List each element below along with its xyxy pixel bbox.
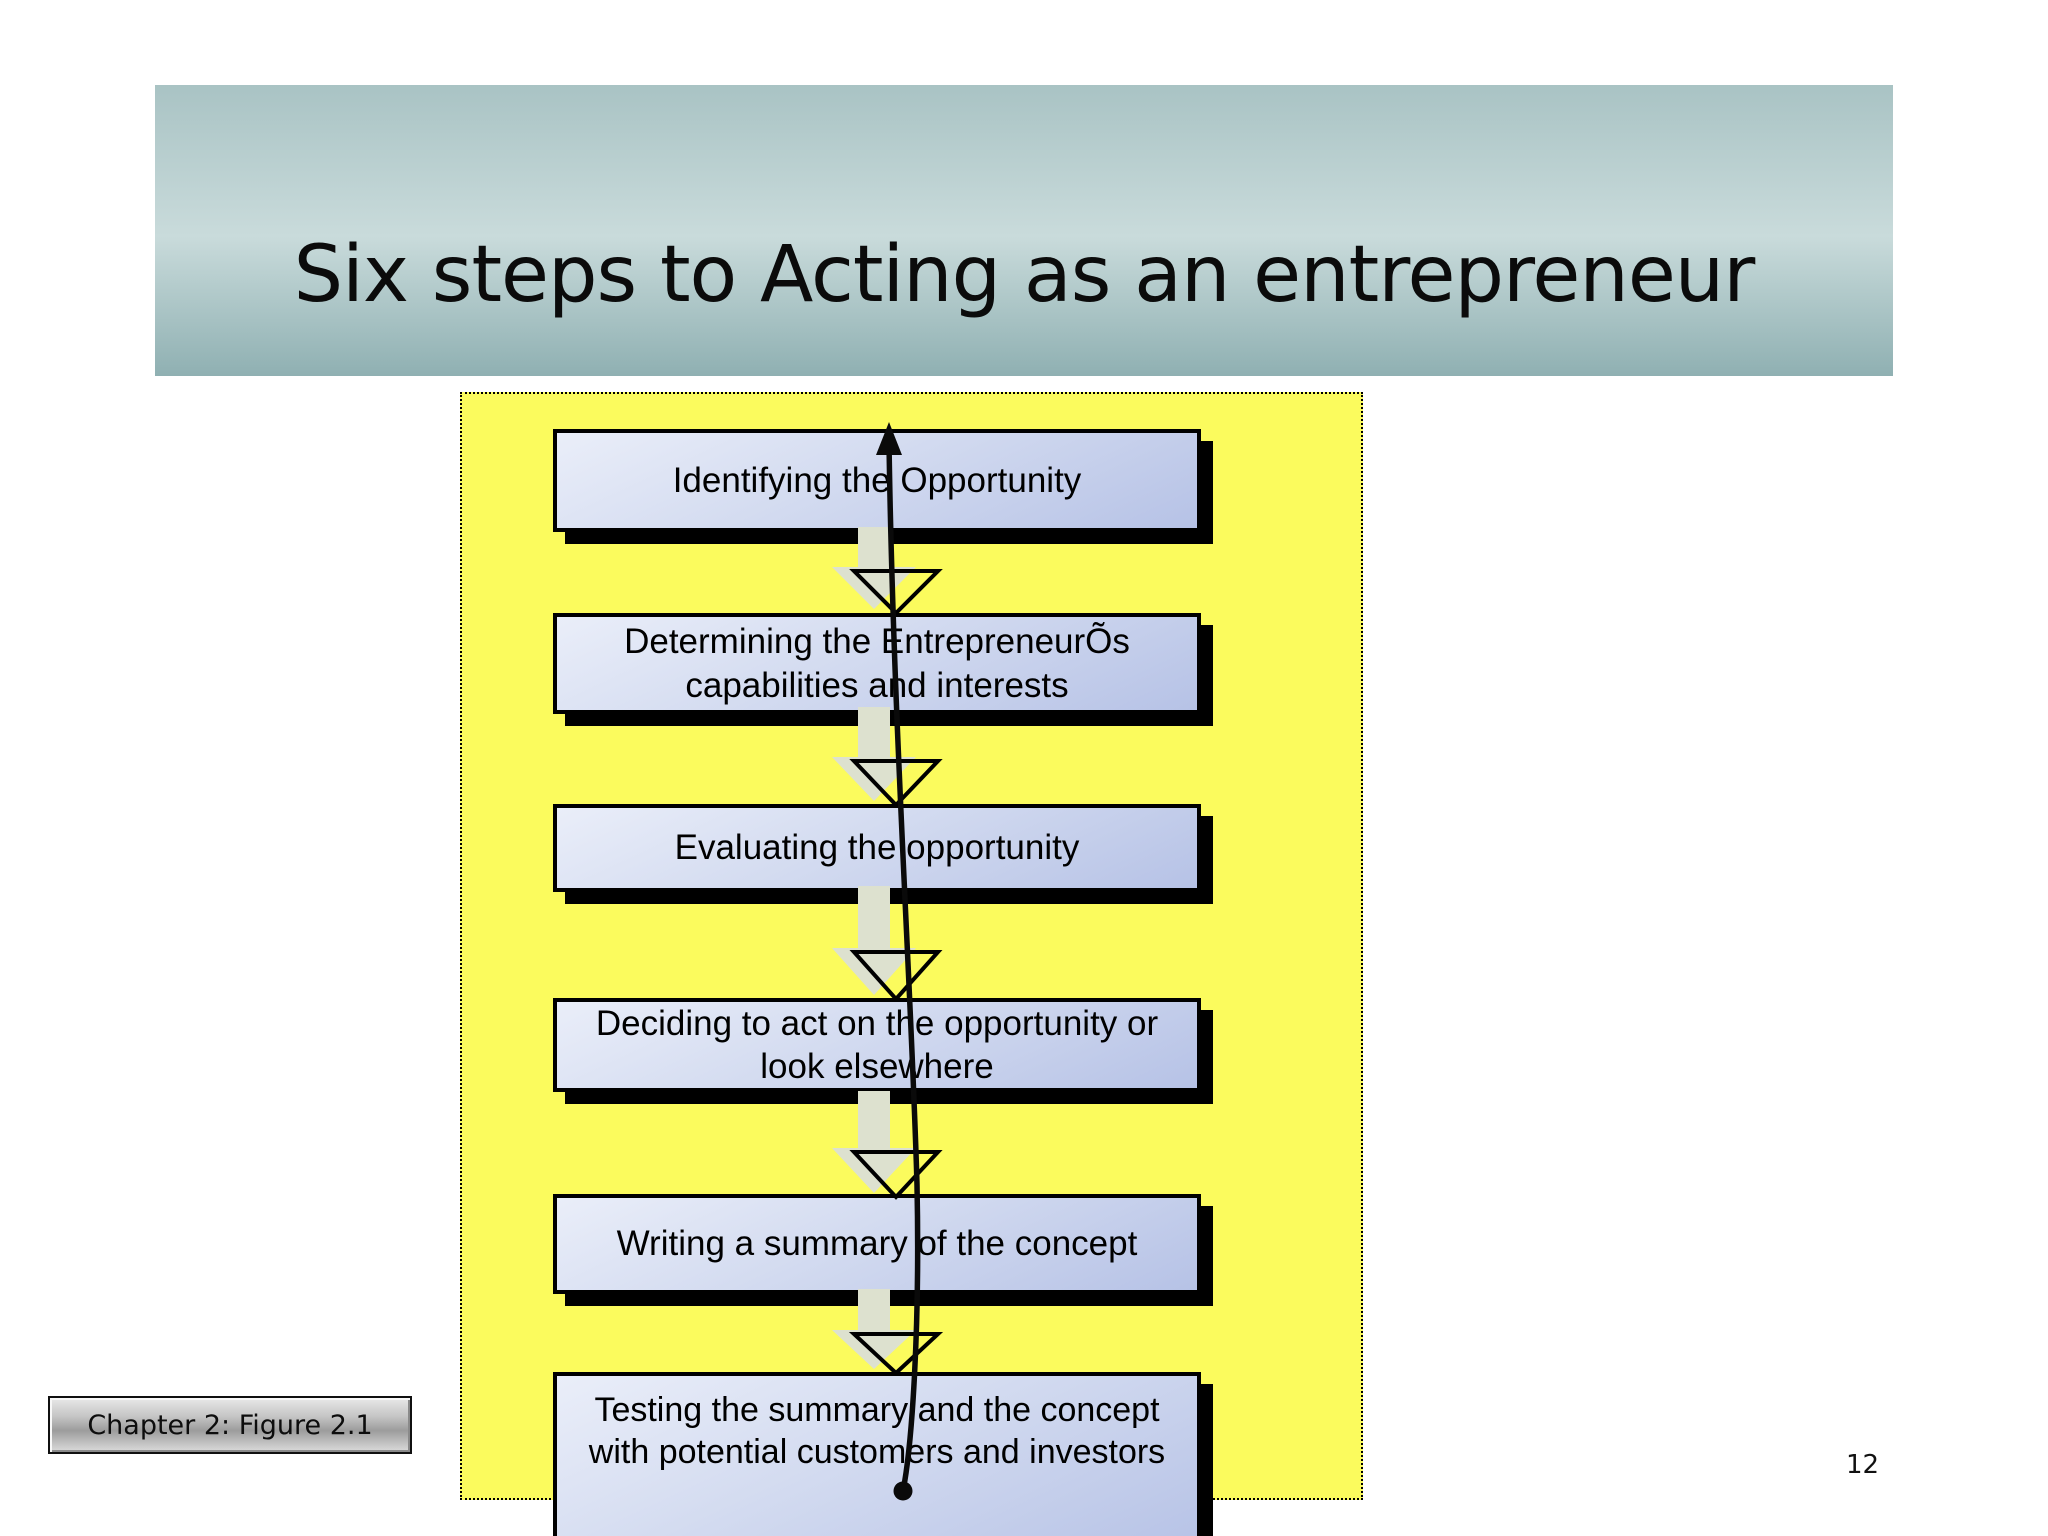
flow-step-writing-summary: Writing a summary of the concept	[553, 1194, 1201, 1294]
chapter-caption: Chapter 2: Figure 2.1	[48, 1396, 412, 1454]
title-banner: Six steps to Acting as an entrepreneur	[155, 85, 1893, 376]
flowchart-canvas	[460, 392, 1363, 1500]
flow-step-testing-summary: Testing the summary and the concept with…	[553, 1372, 1201, 1536]
flow-step-identifying-opportunity: Identifying the Opportunity	[553, 429, 1201, 532]
chapter-caption-label: Chapter 2: Figure 2.1	[87, 1409, 373, 1441]
page-number: 12	[1846, 1450, 1880, 1480]
flow-step-evaluating-opportunity: Evaluating the opportunity	[553, 804, 1201, 892]
slide-title: Six steps to Acting as an entrepreneur	[293, 230, 1756, 320]
flow-step-determining-capabilities: Determining the EntrepreneurÕs capabilit…	[553, 613, 1201, 714]
flow-step-deciding-to-act: Deciding to act on the opportunity or lo…	[553, 998, 1201, 1092]
